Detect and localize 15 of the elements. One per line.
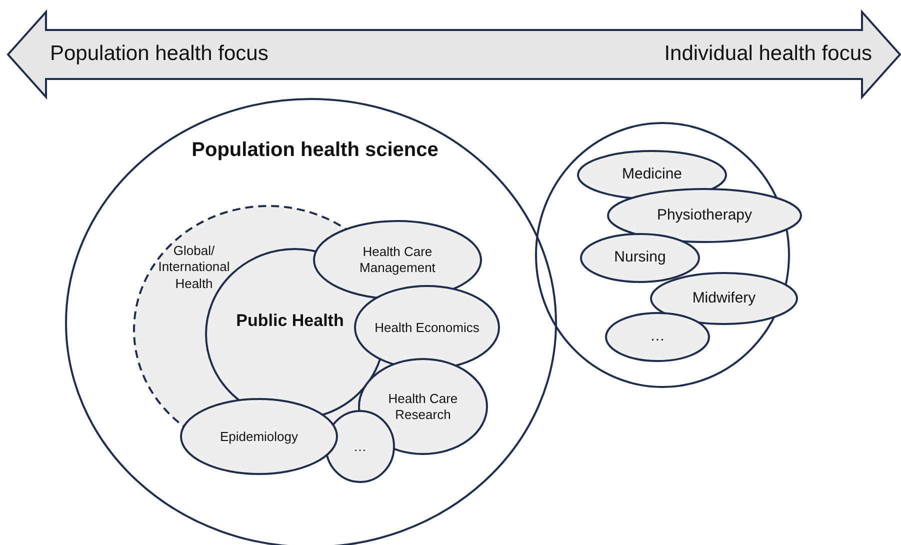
node-label: … [352,438,368,455]
node-label: Medicine [620,166,684,184]
node-label: Physiotherapy [656,206,754,225]
arrow-label: Individual health focus [663,41,872,67]
node-label: Midwifery [691,289,757,308]
node-label: Nursing [613,248,667,268]
node-label: Health Economics [374,319,480,336]
circle-title: Population health science [190,138,440,163]
node-label: … [648,328,666,346]
node-label: Public Health [235,310,345,332]
arrow-label: Population health focus [50,41,270,67]
node-label: Health Care Management [358,244,436,276]
node-label: Epidemiology [218,428,300,445]
node-label: Health Care Research [387,390,459,423]
node-label: Global/ International Health [157,243,231,292]
